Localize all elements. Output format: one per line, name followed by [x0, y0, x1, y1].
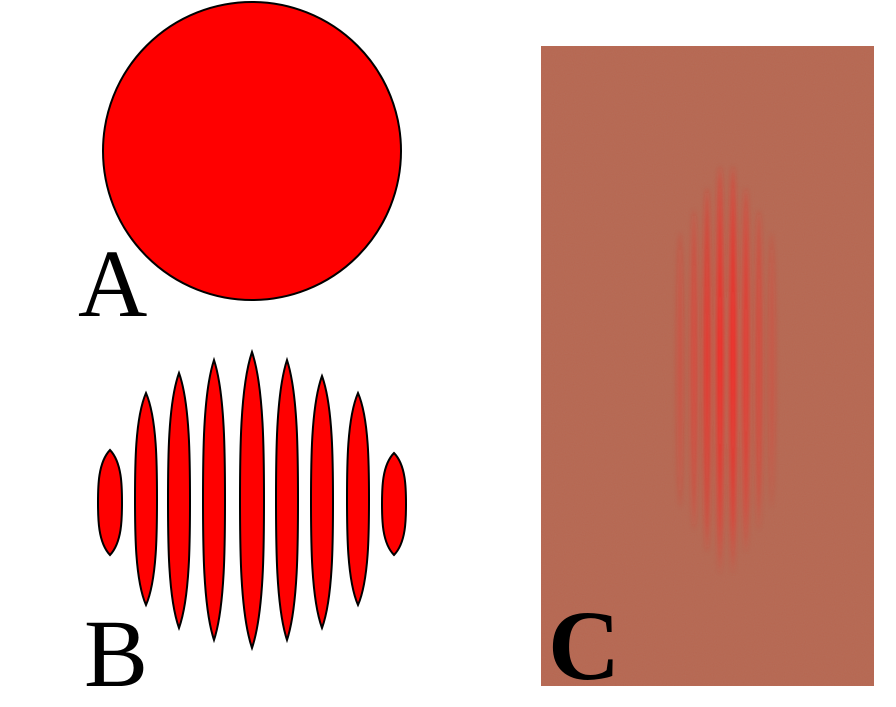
- laser-spot-disc: [102, 1, 402, 301]
- fringe-stripe: [310, 373, 334, 631]
- panel-label-c: C: [548, 590, 621, 701]
- projected-fringes: [676, 166, 776, 574]
- panel-c-photo: [541, 46, 874, 686]
- projected-fringe-stripe: [729, 166, 737, 574]
- fringe-stripe: [134, 390, 158, 608]
- panel-b-fringe-pattern: [96, 348, 408, 652]
- fringe-stripe: [202, 356, 226, 644]
- projected-fringe-stripe: [703, 188, 711, 552]
- panel-a: [102, 1, 402, 301]
- panel-label-a: A: [78, 230, 148, 337]
- projected-fringe-stripe: [768, 232, 776, 508]
- projected-fringe-stripe: [716, 166, 724, 574]
- projected-fringe-stripe: [742, 188, 750, 552]
- panel-label-b: B: [84, 600, 149, 707]
- fringe-stripe: [380, 451, 408, 557]
- fringe-stripe: [346, 390, 370, 608]
- fringe-stripe: [96, 448, 124, 557]
- projected-fringe-stripe: [690, 210, 698, 530]
- fringe-stripe: [167, 370, 191, 631]
- projected-fringe-stripe: [755, 210, 763, 530]
- fringe-stripe: [275, 356, 299, 644]
- projected-fringe-stripe: [676, 232, 684, 508]
- fringe-stripe: [239, 348, 265, 652]
